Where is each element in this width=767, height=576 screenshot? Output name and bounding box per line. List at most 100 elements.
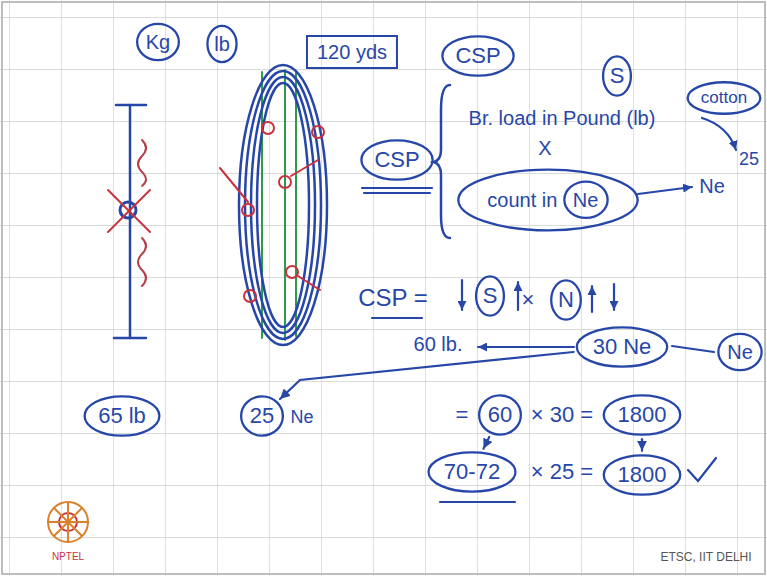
note-text: × 25 = (531, 460, 593, 484)
circled-term: Ne (717, 332, 763, 371)
yarn-skein (286, 266, 298, 278)
yarn-skein (244, 290, 256, 302)
node-text: N (558, 288, 574, 312)
note-text: X (538, 137, 551, 159)
circled-term: cotton (686, 81, 762, 116)
yarn-skein (220, 168, 248, 202)
yarn-skein (262, 122, 274, 134)
connector-arrow (641, 439, 643, 451)
note-text: × 30 = (531, 403, 593, 427)
yarn-strand (138, 140, 146, 186)
yarn-skein (279, 176, 291, 188)
ink-circle (603, 56, 631, 95)
note-text: 60 lb. (414, 333, 463, 355)
circled-term: 1800 (602, 394, 681, 436)
circled-term: S (475, 275, 506, 317)
node-text: lb (214, 33, 230, 55)
yarn-skein (298, 276, 320, 290)
node-text: 60 (488, 403, 512, 427)
yarn-skein (245, 71, 321, 339)
ink-circle (688, 82, 761, 114)
node-text: Kg (146, 31, 170, 53)
ink-circle (458, 170, 637, 231)
node-text: 65 lb (98, 404, 146, 428)
note-text: = (456, 403, 469, 427)
node-text: Ne (573, 189, 599, 211)
ink-circle (479, 395, 521, 434)
ink-circle (564, 182, 607, 218)
yarn-skein (284, 70, 286, 340)
note-text: 25 (739, 150, 759, 170)
node-text: 1800 (618, 463, 667, 487)
annotation-strokes (440, 501, 515, 503)
node-text: 120 yds (317, 41, 387, 63)
yarn-skein (257, 83, 309, 327)
note-text: Ne (290, 408, 313, 428)
yarn-skein (239, 65, 327, 345)
circled-term: S (602, 55, 633, 97)
ink-circle (85, 396, 160, 435)
nptel-logo (48, 502, 88, 542)
annotation-strokes (638, 187, 692, 194)
nptel-logo (48, 502, 88, 542)
annotation-strokes (613, 284, 615, 310)
annotation-strokes (362, 187, 432, 189)
circled-term: 1800 (602, 454, 681, 496)
node-text: count in (487, 189, 557, 211)
note-text: Br. load in Pound (lb) (469, 107, 656, 129)
annotation-strokes (591, 286, 593, 312)
circled-term: 30 Ne (575, 326, 668, 368)
ink-circle (361, 140, 432, 179)
ink-circle (476, 276, 504, 315)
yarn-strand (116, 104, 146, 107)
watermark: ETSC, IIT DELHI (660, 551, 751, 564)
ink-circle (718, 334, 761, 370)
node-text: S (610, 64, 625, 88)
circled-term: lb (206, 24, 238, 63)
brace (434, 85, 450, 238)
circled-term: count in Ne (457, 168, 639, 232)
node-text: cotton (701, 89, 747, 108)
annotation-strokes (478, 346, 574, 348)
note-text: CSP = (358, 285, 428, 311)
annotation-strokes (517, 282, 519, 310)
yarn-skein (251, 77, 315, 333)
yarn-strand (108, 190, 150, 232)
node-text: S (483, 284, 498, 308)
yarn-skein (295, 72, 297, 336)
yarn-strand (108, 105, 150, 338)
annotation-strokes (364, 192, 430, 194)
node-text: CSP (374, 148, 419, 172)
boxed-term: 120 yds (306, 35, 398, 69)
nptel-logo (48, 502, 88, 542)
ink-circle (604, 455, 680, 494)
yarn-strand (129, 105, 132, 338)
node-text: 1800 (618, 403, 667, 427)
circled-term: 70-72 (427, 451, 517, 493)
node-text: 70-72 (444, 460, 500, 484)
connector-arrow (483, 437, 489, 449)
annotation-strokes (688, 458, 716, 481)
watermark: NPTEL (52, 551, 84, 562)
annotation-strokes (702, 118, 736, 150)
circled-term: Ne (562, 180, 608, 219)
node-text: 30 Ne (593, 335, 652, 359)
note-text: Ne (699, 175, 725, 197)
ink-circle (207, 26, 236, 62)
annotation-strokes (672, 346, 714, 352)
yarn-skein (291, 160, 318, 176)
yarn-strand (114, 337, 146, 340)
yarn-skein (242, 204, 254, 216)
annotation-strokes (461, 280, 463, 310)
yarn-skein (312, 126, 324, 138)
circled-term: N (550, 279, 583, 321)
ink-circle (442, 36, 513, 75)
yarn-strand (108, 190, 150, 232)
circled-term: CSP (360, 139, 434, 181)
ink-circle (551, 280, 581, 319)
